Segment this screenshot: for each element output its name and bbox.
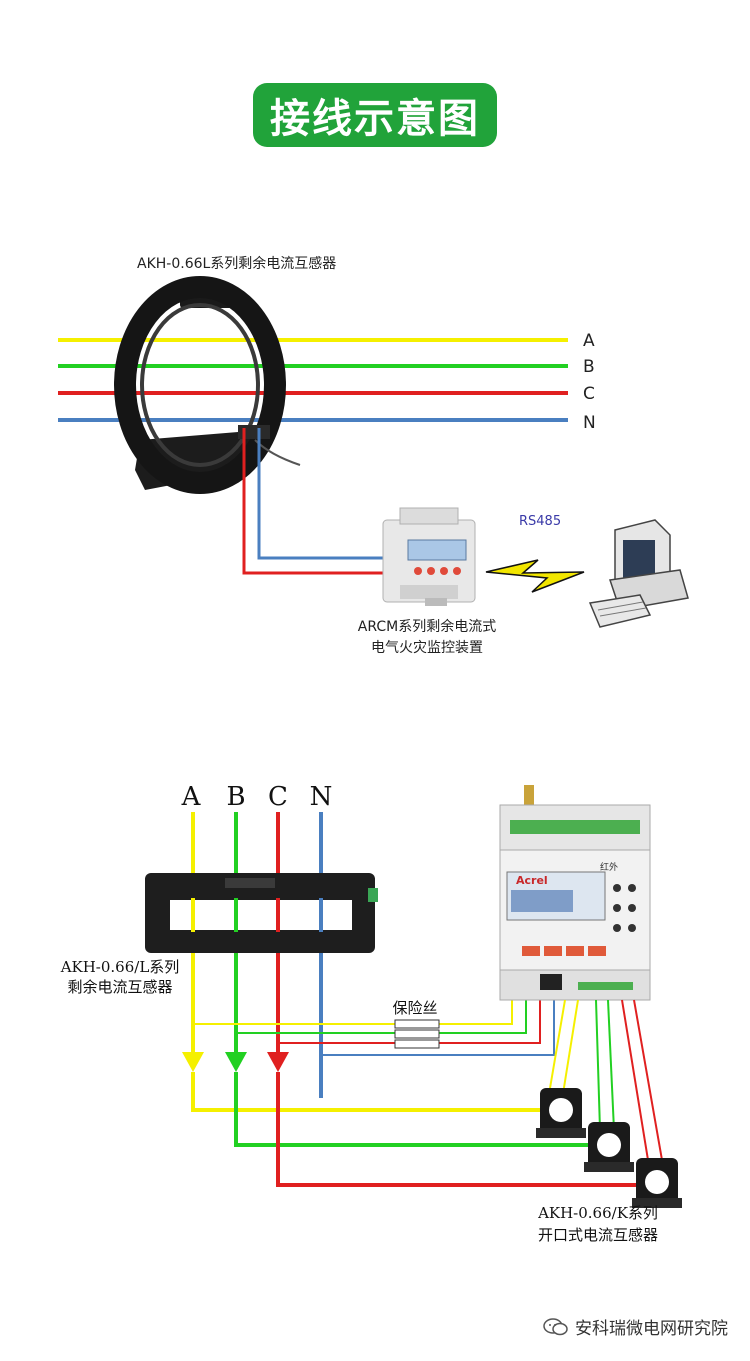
arrow-c-icon [267, 1052, 289, 1072]
split-ct-3-icon [632, 1158, 682, 1208]
lightning-icon [485, 559, 585, 593]
page-title: 接线示意图 [253, 83, 497, 147]
split-ct-2-icon [584, 1122, 634, 1172]
route-b [234, 1072, 605, 1147]
rs485-label: RS485 [519, 514, 561, 529]
ct-l-label-line2: 剩余电流互感器 [67, 978, 172, 996]
rect-ct-icon [145, 873, 378, 953]
ct-k-label-line2: 开口式电流互感器 [538, 1226, 658, 1244]
phase-label-b: B [583, 357, 595, 377]
wechat-icon [543, 1317, 568, 1335]
fuse-2-icon [394, 1029, 440, 1039]
fuse-1-icon [394, 1019, 440, 1029]
device-label-line2: 电气火灾监控装置 [371, 639, 483, 656]
arrow-b-icon [225, 1052, 247, 1072]
arrow-a-icon [182, 1052, 204, 1072]
tap-n [321, 1000, 555, 1056]
tap-b [236, 1000, 527, 1034]
device-red-label: 红外 [600, 861, 618, 873]
phase2-label-a: A [181, 782, 202, 812]
ct-k-label-line1: AKH-0.66/K系列 [537, 1204, 658, 1222]
route-c [276, 1072, 655, 1187]
watermark-text: 安科瑞微电网研究院 [575, 1319, 728, 1339]
ct-wire-red [242, 428, 385, 575]
fuse-label: 保险丝 [392, 999, 437, 1017]
tap-c [278, 1000, 541, 1044]
fuse-3-icon [394, 1039, 440, 1049]
ct-ring-label: AKH-0.66L系列剩余电流互感器 [137, 255, 336, 272]
phase2-label-b: B [226, 782, 245, 812]
tap-a [193, 1000, 513, 1025]
route-a [191, 1072, 560, 1112]
phase2-label-n: N [310, 782, 333, 812]
ct-l-label-line1: AKH-0.66/L系列 [60, 958, 180, 976]
phase2-label-c: C [268, 782, 288, 812]
device-label-line1: ARCM系列剩余电流式 [358, 618, 496, 635]
watermark: 安科瑞微电网研究院 [543, 1314, 728, 1339]
phase-label-c: C [583, 384, 595, 404]
split-ct-1-icon [536, 1088, 586, 1138]
arcm-device-icon [382, 507, 476, 606]
phase-label-n: N [583, 413, 596, 433]
device-brand: Acrel [516, 874, 548, 887]
phase-label-a: A [583, 331, 595, 351]
computer-icon [588, 519, 689, 628]
arcm-device2-icon [499, 785, 651, 1001]
ct-wire-blue [257, 428, 385, 560]
ring-ct-icon [114, 276, 301, 494]
